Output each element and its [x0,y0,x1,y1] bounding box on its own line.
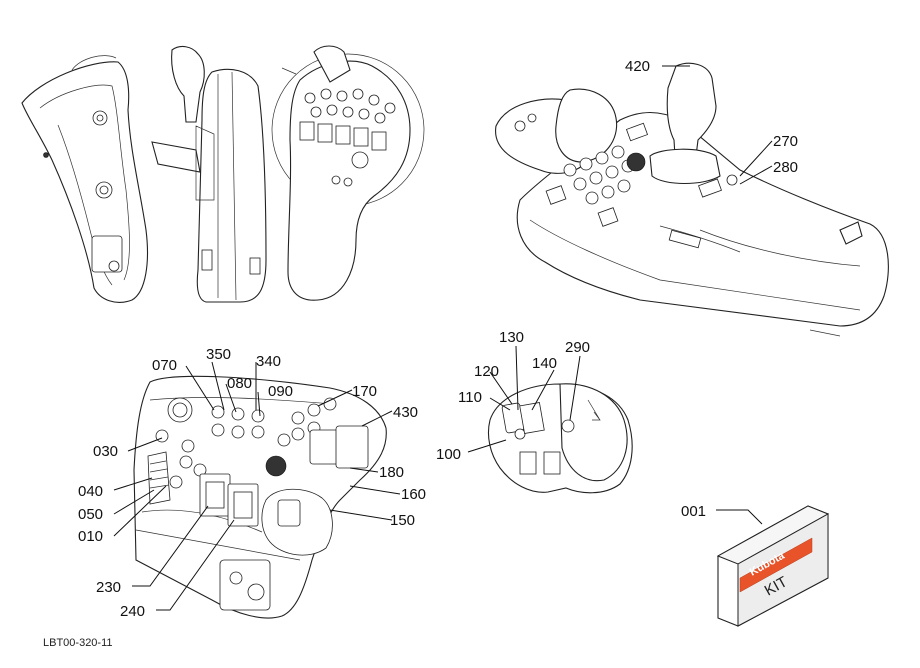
leader-lines [113,65,773,611]
callout-160: 160 [401,486,426,503]
callout-090: 090 [268,383,293,400]
drawing-code: LBT00-320-11 [43,637,113,649]
callout-350: 350 [206,346,231,363]
callout-340: 340 [256,353,281,370]
callout-270: 270 [773,133,798,150]
callout-240: 240 [120,603,145,620]
callout-080: 080 [227,375,252,392]
armrest-side-view [151,45,267,303]
console-button-grid [545,122,738,227]
callout-040: 040 [78,483,103,500]
callout-420: 420 [625,58,650,75]
callout-030: 030 [93,443,118,460]
panel-button-grid [147,397,369,611]
callout-180: 180 [379,464,404,481]
callout-100: 100 [436,446,461,463]
callout-430: 430 [393,404,418,421]
callout-230: 230 [96,579,121,596]
kit-box: Kubota KIT [716,505,830,627]
callout-050: 050 [78,506,103,523]
callout-280: 280 [773,159,798,176]
callout-labels: 420 270 280 350 070 340 080 090 170 430 … [78,58,798,620]
detail-button-grid [299,88,396,187]
main-panel-view [133,375,387,619]
callout-140: 140 [532,355,557,372]
armrest-detail-view [271,45,425,301]
callout-010: 010 [78,528,103,545]
callout-110: 110 [458,389,482,406]
callout-290: 290 [565,339,590,356]
callout-150: 150 [390,512,415,529]
callout-070: 070 [152,357,177,374]
callout-120: 120 [474,363,499,380]
callout-170: 170 [352,383,377,400]
armrest-top-view [21,55,149,303]
callout-130: 130 [499,329,524,346]
callout-001: 001 [681,503,706,520]
console-isometric-view [495,62,889,337]
sub-panel-view [487,383,633,494]
